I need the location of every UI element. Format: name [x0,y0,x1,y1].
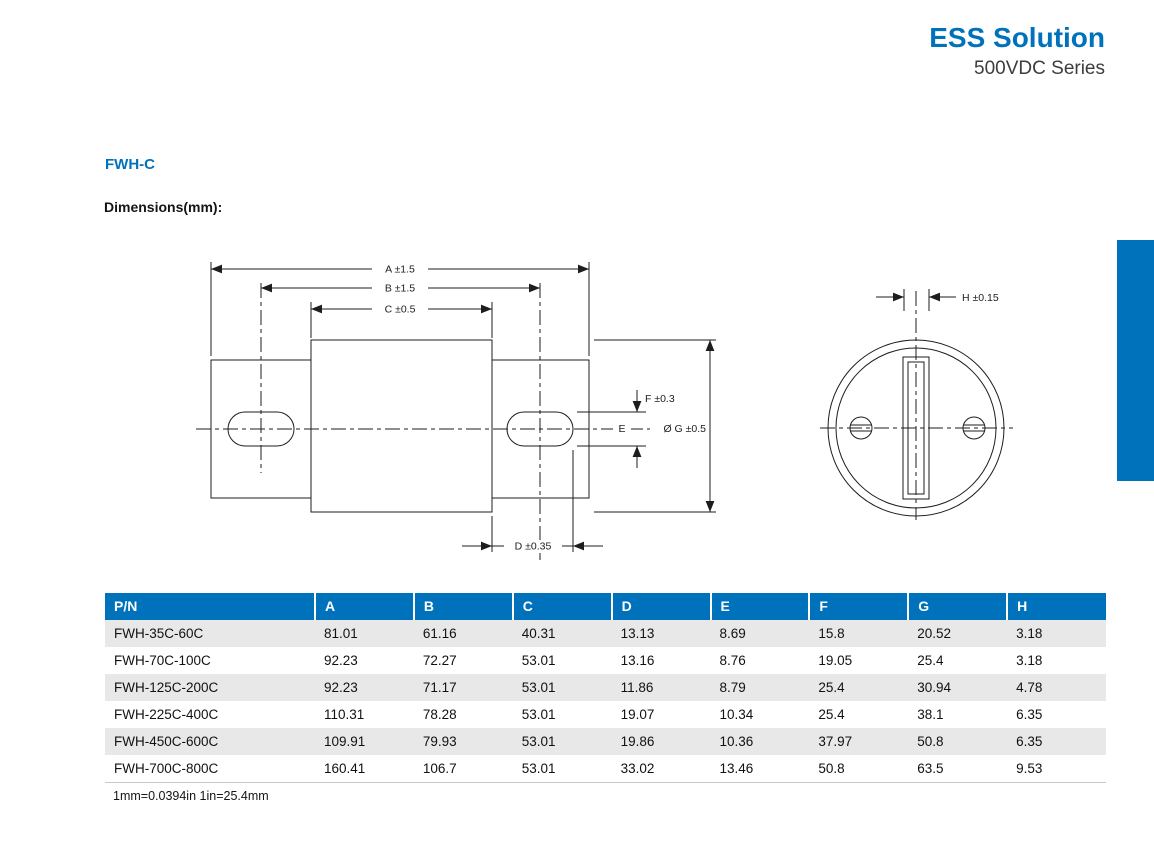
column-header-c: C [512,593,613,620]
cell: 63.5 [917,761,944,776]
cell: 20.52 [917,626,952,641]
cell: 3.18 [1016,626,1043,641]
column-header-f: F [809,593,910,620]
cell: 72.27 [422,653,457,668]
page-edge-tab-bar [1117,240,1154,481]
cell: 13.16 [620,653,655,668]
dim-label-c: C ±0.5 [385,304,416,316]
cell: 30.94 [917,680,952,695]
brand-block: ESS Solution 500VDC Series [929,22,1105,81]
cell: 8.79 [719,680,746,695]
table-row: FWH-225C-400C 110.31 78.28 53.01 19.07 1… [105,701,1106,728]
table-row: FWH-125C-200C 92.23 71.17 53.01 11.86 8.… [105,674,1106,701]
cell: 19.86 [620,734,655,749]
dim-label-f: F ±0.3 [645,393,675,405]
cell-pn: FWH-35C-60C [114,626,204,641]
left-slot-outline [227,411,295,447]
cell: 10.36 [719,734,754,749]
cell: 110.31 [324,707,365,722]
cell-pn: FWH-450C-600C [114,734,219,749]
cell: 53.01 [521,653,556,668]
dim-label-a: A ±1.5 [385,264,415,276]
dimensions-table-section: P/N A B C D E F G H FWH-35C-60C 81.01 61… [105,593,1106,803]
brand-title: ESS Solution [929,22,1105,53]
dim-label-d: D ±0.35 [515,541,552,553]
cell: 40.31 [521,626,556,641]
table-row: FWH-450C-600C 109.91 79.93 53.01 19.86 1… [105,728,1106,755]
cell: 13.46 [719,761,754,776]
dim-label-b: B ±1.5 [385,283,415,295]
cell: 109.91 [324,734,366,749]
cell: 106.7 [422,761,457,776]
cell: 13.13 [620,626,655,641]
cell-pn: FWH-125C-200C [114,680,219,695]
cell-pn: FWH-700C-800C [114,761,219,776]
fuse-body-outline [310,339,493,513]
cell: 50.8 [818,761,845,776]
cell: 6.35 [1016,734,1043,749]
cell: 50.8 [917,734,944,749]
cell: 92.23 [324,653,358,668]
dimensions-label: Dimensions(mm): [104,199,223,215]
column-header-a: A [315,593,415,620]
cell: 53.01 [521,734,556,749]
cell-pn: FWH-225C-400C [114,707,219,722]
cell: 8.76 [719,653,746,668]
column-header-h: H [1007,593,1106,620]
column-header-g: G [908,593,1009,620]
cell: 71.17 [422,680,457,695]
cell: 15.8 [818,626,845,641]
side-view-drawing [196,262,716,560]
cell: 25.4 [818,680,845,695]
cell: 19.05 [818,653,853,668]
cell: 25.4 [818,707,845,722]
cell-pn: FWH-70C-100C [114,653,211,668]
conversion-footnote: 1mm=0.0394in 1in=25.4mm [113,789,269,803]
cell: 25.4 [917,653,944,668]
column-header-d: D [611,593,712,620]
table-row: FWH-700C-800C 160.41 106.7 53.01 33.02 1… [105,755,1106,783]
cell: 53.01 [521,707,556,722]
cell: 33.02 [620,761,655,776]
cell: 8.69 [719,626,746,641]
dim-labels: A ±1.5 B ±1.5 C ±0.5 D ±0.35 E F ±0.3 Ø … [385,264,999,553]
column-header-b: B [413,593,514,620]
fuse-dimension-drawing: A ±1.5 B ±1.5 C ±0.5 D ±0.35 E F ±0.3 Ø … [196,262,1013,560]
cell: 11.86 [620,680,654,695]
cell: 37.97 [818,734,853,749]
dim-label-e: E [618,423,625,435]
cell: 78.28 [422,707,457,722]
model-title: FWH-C [105,156,155,173]
cell: 4.78 [1016,680,1043,695]
series-subtitle: 500VDC Series [974,58,1105,79]
column-header-pn: P/N [105,593,316,620]
cell: 53.01 [521,761,556,776]
right-slot-outline [506,411,574,447]
cell: 3.18 [1016,653,1043,668]
column-header-e: E [710,593,811,620]
end-view-drawing [820,289,1013,520]
cell: 19.07 [620,707,655,722]
table-header-row: P/N A B C D E F G H [105,593,1106,620]
table-row: FWH-70C-100C 92.23 72.27 53.01 13.16 8.7… [105,647,1106,674]
cell: 92.23 [324,680,358,695]
dimensions-table: P/N A B C D E F G H FWH-35C-60C 81.01 61… [105,593,1106,783]
cell: 9.53 [1016,761,1043,776]
dim-label-backgrounds [372,263,631,552]
cell: 61.16 [422,626,457,641]
technical-drawing: A ±1.5 B ±1.5 C ±0.5 D ±0.35 E F ±0.3 Ø … [100,240,1110,570]
cell: 38.1 [917,707,944,722]
cell: 10.34 [719,707,754,722]
cell: 53.01 [521,680,556,695]
dim-label-h: H ±0.15 [962,292,999,304]
cell: 6.35 [1016,707,1043,722]
cell: 79.93 [422,734,457,749]
cell: 160.41 [324,761,366,776]
dim-label-g: Ø G ±0.5 [663,423,706,435]
cell: 81.01 [324,626,358,641]
table-row: FWH-35C-60C 81.01 61.16 40.31 13.13 8.69… [105,620,1106,647]
